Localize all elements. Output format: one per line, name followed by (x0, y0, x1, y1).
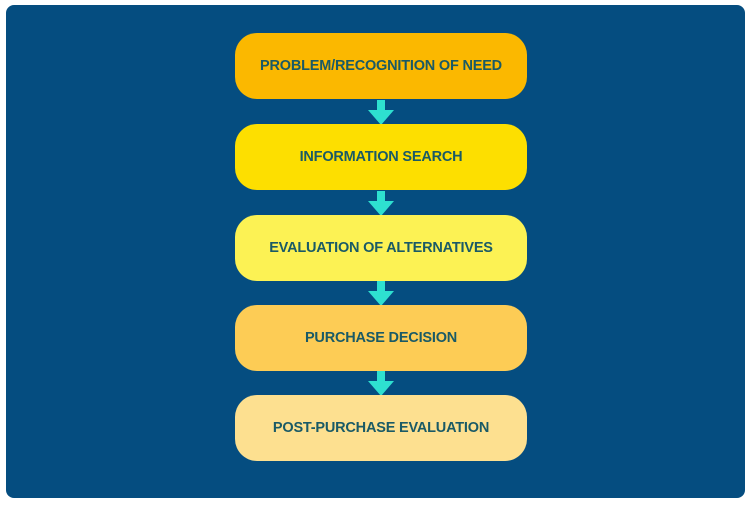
arrow-down-icon (368, 191, 394, 216)
step-label: PURCHASE DECISION (304, 330, 458, 346)
arrow-down-icon (368, 371, 394, 396)
step-problem-recognition: PROBLEM/RECOGNITION OF NEED (235, 33, 527, 99)
step-evaluation-of-alternatives: EVALUATION OF ALTERNATIVES (235, 215, 527, 281)
step-post-purchase-evaluation: POST-PURCHASE EVALUATION (235, 395, 527, 461)
arrow-down-icon (368, 100, 394, 125)
arrow-down-icon (368, 281, 394, 306)
step-label: PROBLEM/RECOGNITION OF NEED (260, 58, 502, 74)
step-label: INFORMATION SEARCH (299, 149, 463, 165)
flowchart-canvas: PROBLEM/RECOGNITION OF NEED INFORMATION … (6, 5, 745, 498)
step-label: POST-PURCHASE EVALUATION (272, 420, 490, 436)
step-purchase-decision: PURCHASE DECISION (235, 305, 527, 371)
step-information-search: INFORMATION SEARCH (235, 124, 527, 190)
step-label: EVALUATION OF ALTERNATIVES (269, 240, 493, 256)
